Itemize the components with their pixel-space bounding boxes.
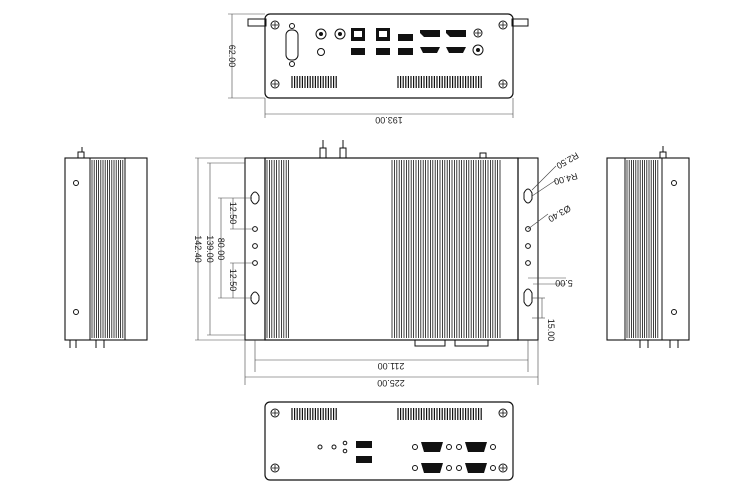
left-mount-bracket — [244, 157, 266, 341]
usb-port-icon — [356, 441, 372, 448]
keyhole-slot — [250, 191, 260, 205]
dim-front-height-1: 142.40 — [193, 235, 203, 263]
dim-top-height: 62.00 — [227, 45, 237, 68]
usb-port-icon — [356, 456, 372, 463]
vent-grille — [291, 408, 482, 420]
led-indicator-icon — [331, 444, 337, 450]
usb-port-icon — [376, 48, 390, 55]
vent-grille — [291, 76, 482, 88]
dim-radius-1: R2.50 — [555, 150, 581, 171]
heatsink-fins — [266, 160, 501, 338]
front-panel-outline — [264, 401, 514, 481]
screw-icon — [498, 79, 508, 89]
front-view: 142.40 139.00 80.00 12.50 12.50 211.00 2… — [193, 140, 580, 388]
rear-panel-view: 193.00 62.00 — [227, 13, 529, 125]
serial-port-icon — [285, 29, 299, 61]
dim-front-width-outer: 225.00 — [377, 378, 405, 388]
audio-jack-icon — [317, 48, 325, 56]
dim-front-height-2: 139.00 — [205, 235, 215, 263]
keyhole-slot — [250, 291, 260, 305]
hdmi-port-icon — [446, 47, 466, 53]
serial-port-icon — [421, 442, 443, 452]
serial-ports — [412, 442, 496, 473]
dim-top-width: 193.00 — [375, 115, 403, 125]
dim-front-height-3: 80.00 — [216, 238, 226, 261]
screw-icon — [498, 408, 508, 418]
hdmi-port-icon — [420, 47, 440, 53]
screw-icon — [498, 20, 508, 30]
antenna-jack-icon — [315, 28, 327, 40]
left-side-view — [64, 147, 148, 348]
screw-icon — [498, 463, 508, 473]
rear-panel-outline — [264, 13, 514, 99]
power-jack-icon — [472, 44, 484, 56]
ground-screw-icon — [473, 28, 483, 38]
screw-icon — [270, 20, 280, 30]
dim-offset-2: 15.00 — [546, 319, 556, 342]
usb-port-icon — [398, 34, 413, 41]
dim-hole-spacing-bottom: 12.50 — [228, 269, 238, 292]
led-indicator-icon — [317, 444, 323, 450]
dim-hole-spacing-top: 12.50 — [228, 202, 238, 225]
displayport-icon — [446, 30, 466, 37]
heatsink-fins — [626, 160, 659, 338]
left-side-outline — [64, 157, 148, 341]
usb-port-icon — [398, 48, 413, 55]
antenna-jack-icon — [334, 28, 346, 40]
serial-port-icon — [421, 463, 443, 473]
serial-port-icon — [465, 463, 487, 473]
right-mount-bracket — [517, 157, 539, 341]
displayport-icon — [420, 30, 440, 37]
dim-offset-1: 5.00 — [555, 278, 573, 288]
keyhole-slot — [523, 188, 533, 204]
right-side-view — [606, 146, 690, 348]
heatsink-fins — [91, 160, 124, 338]
serial-port-icon — [465, 442, 487, 452]
front-panel-view — [264, 401, 514, 481]
screw-icon — [270, 408, 280, 418]
usb-port-icon — [351, 48, 365, 55]
screw-icon — [270, 463, 280, 473]
dim-front-width-inner: 211.00 — [378, 361, 405, 371]
screw-icon — [270, 79, 280, 89]
dim-radius-2: R4.00 — [553, 171, 579, 187]
keyhole-slot — [523, 288, 533, 307]
dim-hole-dia: Ø3.40 — [546, 203, 572, 224]
chassis-outline — [264, 157, 519, 341]
